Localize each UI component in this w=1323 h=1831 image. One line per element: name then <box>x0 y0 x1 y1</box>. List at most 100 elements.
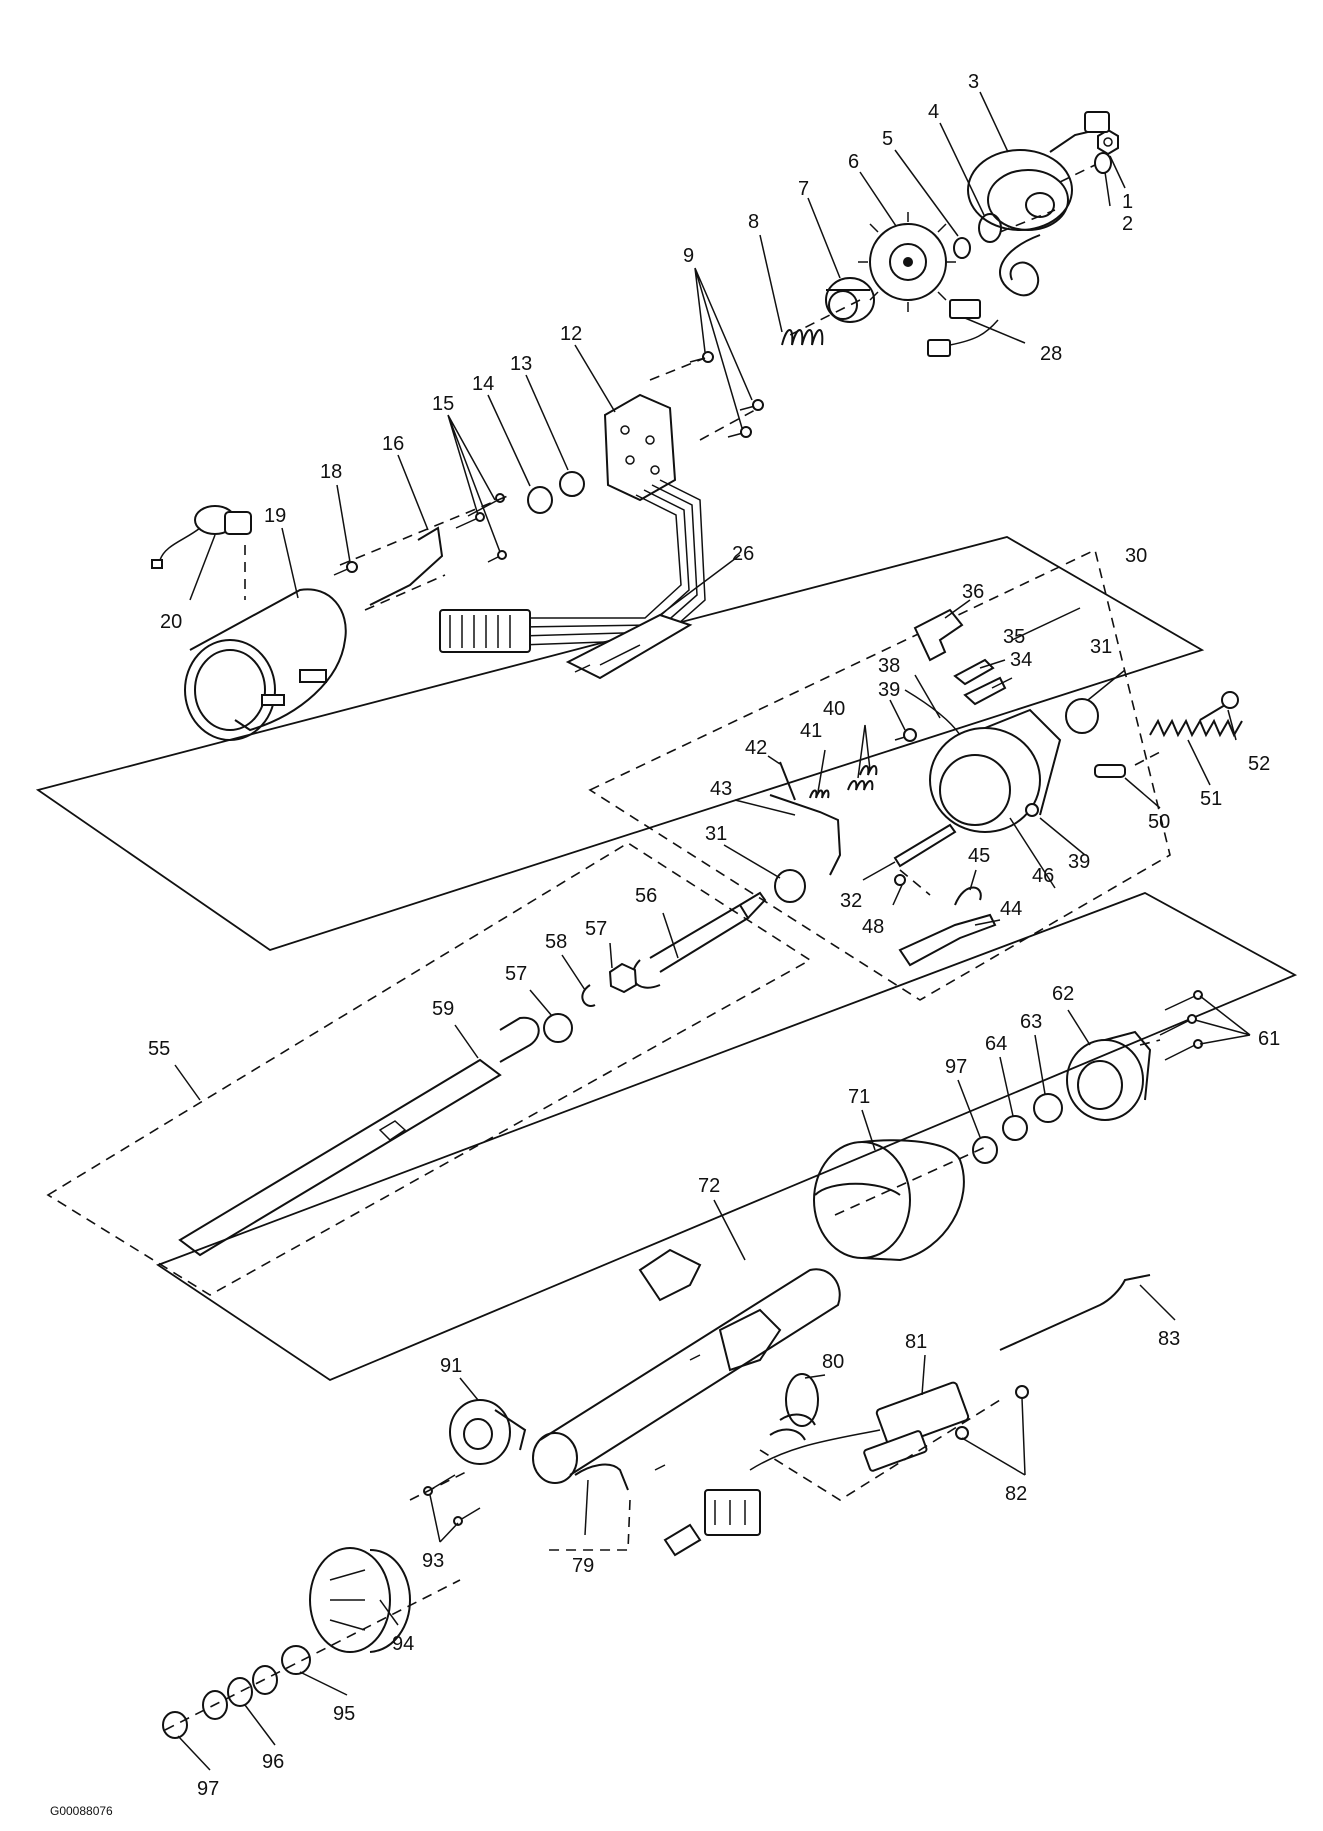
leader-lines <box>174 91 1251 1771</box>
callout-31-lower: 31 <box>705 823 727 845</box>
part-95-ring <box>281 1645 311 1675</box>
part-14-ring <box>527 486 553 514</box>
callout-32: 32 <box>840 890 862 912</box>
part-48-pin <box>894 874 906 886</box>
part-96-rings <box>202 1665 278 1720</box>
part-59-steering-shaft <box>178 1016 540 1257</box>
part-80-spring <box>769 1373 819 1441</box>
part-36-lever <box>913 608 964 662</box>
part-34-clip <box>963 676 1007 706</box>
callout-96: 96 <box>262 1751 284 1773</box>
callout-59: 59 <box>432 998 454 1020</box>
part-6-gear <box>858 212 956 312</box>
callout-52: 52 <box>1248 753 1270 775</box>
callout-9: 9 <box>683 245 694 267</box>
callout-97-lower: 97 <box>197 1778 219 1800</box>
part-41-spring <box>809 789 830 799</box>
callout-91: 91 <box>440 1355 462 1377</box>
callout-41: 41 <box>800 720 822 742</box>
callout-48: 48 <box>862 916 884 938</box>
callout-39-lower: 39 <box>1068 851 1090 873</box>
part-19-lock-cylinder-housing <box>184 588 347 741</box>
callout-38: 38 <box>878 655 900 677</box>
part-31-bearing-upper <box>1065 698 1099 734</box>
callout-4: 4 <box>928 101 939 123</box>
part-97-ring-upper <box>972 1136 998 1164</box>
callout-57-upper: 57 <box>585 918 607 940</box>
part-39-screw-a <box>903 728 917 742</box>
callout-36: 36 <box>962 581 984 603</box>
group-55-parts <box>178 891 767 1257</box>
callout-31-upper: 31 <box>1090 636 1112 658</box>
callout-3: 3 <box>968 71 979 93</box>
callout-40: 40 <box>823 698 845 720</box>
callout-34: 34 <box>1010 649 1032 671</box>
part-35-pin <box>953 658 995 686</box>
callout-labels: 1 2 3 4 5 6 7 8 9 12 13 14 15 16 18 19 2… <box>148 71 1280 1800</box>
part-7-cup <box>825 277 875 323</box>
callout-71: 71 <box>848 1086 870 1108</box>
callout-28: 28 <box>1040 343 1062 365</box>
part-2-retainer <box>1094 152 1112 174</box>
callout-46: 46 <box>1032 865 1054 887</box>
part-42-pin <box>779 761 796 801</box>
callout-43: 43 <box>710 778 732 800</box>
part-79-clip <box>574 1463 629 1491</box>
part-40-springs <box>847 765 878 791</box>
part-45-spring <box>954 886 982 906</box>
part-9-screws <box>689 351 764 438</box>
part-15-screws <box>455 493 507 563</box>
part-51-spring <box>1149 718 1243 738</box>
callout-57-lower: 57 <box>505 963 527 985</box>
part-58-clip <box>581 984 596 1007</box>
callout-72: 72 <box>698 1175 720 1197</box>
part-50-pin <box>1094 764 1126 778</box>
part-62-housing <box>1066 1030 1152 1121</box>
callout-30: 30 <box>1125 545 1147 567</box>
callout-39-upper: 39 <box>878 679 900 701</box>
callout-5: 5 <box>882 128 893 150</box>
part-43-lever <box>769 794 842 876</box>
part-52-bolt <box>1199 691 1239 721</box>
callout-63: 63 <box>1020 1011 1042 1033</box>
callout-42: 42 <box>745 737 767 759</box>
callout-8: 8 <box>748 211 759 233</box>
part-81-connector <box>704 1489 761 1536</box>
callout-80: 80 <box>822 1351 844 1373</box>
callout-13: 13 <box>510 353 532 375</box>
callout-1: 1 <box>1122 191 1133 213</box>
part-71-shroud <box>813 1139 965 1262</box>
part-46-housing <box>904 689 1062 833</box>
part-4-ring <box>978 213 1002 243</box>
callout-51: 51 <box>1200 788 1222 810</box>
callout-44: 44 <box>1000 898 1022 920</box>
part-94-housing <box>309 1547 412 1653</box>
part-8-spring <box>781 329 824 346</box>
upper-parts <box>151 111 1119 741</box>
part-1-nut <box>1097 128 1119 156</box>
callout-45: 45 <box>968 845 990 867</box>
callout-94: 94 <box>392 1633 414 1655</box>
part-63-washer <box>1033 1093 1063 1123</box>
callout-2: 2 <box>1122 213 1133 235</box>
callout-61: 61 <box>1258 1028 1280 1050</box>
jacket-group-outline <box>156 892 1298 1382</box>
centerlines <box>164 164 1161 1731</box>
part-31-bearing-lower <box>774 869 806 903</box>
callout-82: 82 <box>1005 1483 1027 1505</box>
callout-97-upper: 97 <box>945 1056 967 1078</box>
group-boundaries <box>35 536 1298 1382</box>
callout-15: 15 <box>432 393 454 415</box>
part-97-ring-lower <box>162 1711 188 1739</box>
callout-62: 62 <box>1052 983 1074 1005</box>
callout-56: 56 <box>635 885 657 907</box>
group-30-outline <box>588 548 1171 1001</box>
callout-83: 83 <box>1158 1328 1180 1350</box>
callout-64: 64 <box>985 1033 1007 1055</box>
callout-81: 81 <box>905 1331 927 1353</box>
part-13-ring <box>559 471 585 497</box>
jacket-parts <box>162 990 1203 1739</box>
callout-50: 50 <box>1148 811 1170 833</box>
part-wiring-connector <box>439 609 531 653</box>
